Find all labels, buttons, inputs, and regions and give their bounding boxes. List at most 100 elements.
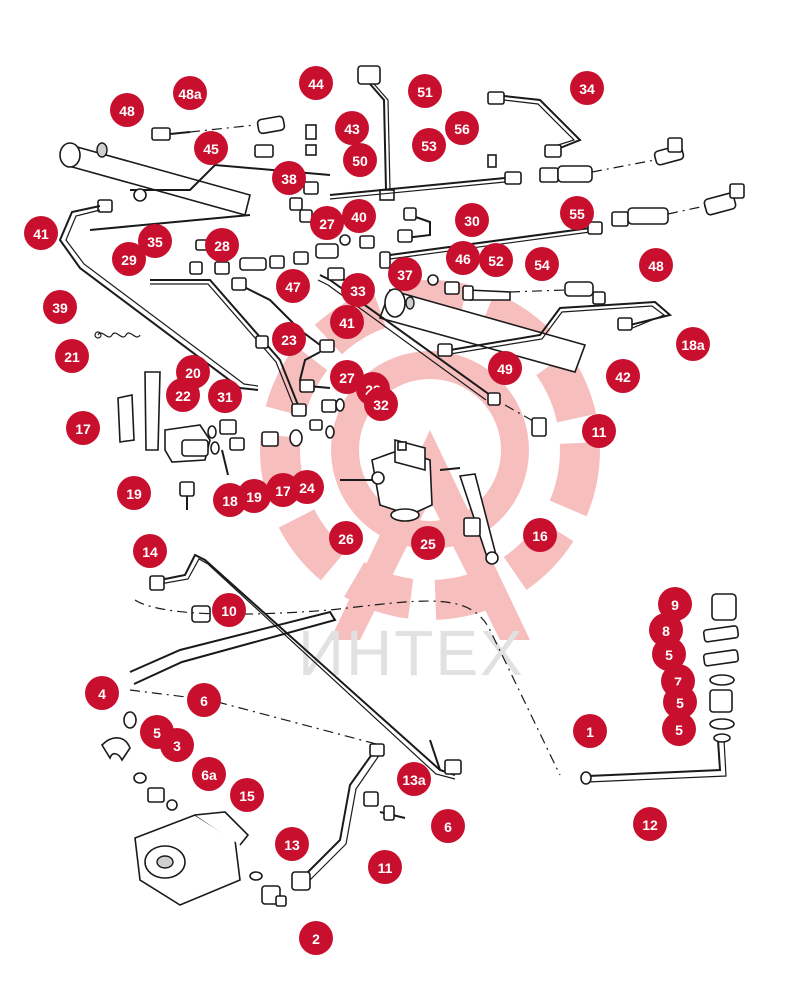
callout-circle — [397, 762, 431, 796]
callout-label: 35 — [147, 234, 163, 250]
callout-circle — [431, 809, 465, 843]
callout-label: 51 — [417, 84, 433, 100]
callout-badge: 27 — [310, 206, 344, 240]
callout-badge: 56 — [445, 111, 479, 145]
callout-circle — [330, 360, 364, 394]
pipe-31 — [298, 339, 335, 393]
hose-48-fittings — [151, 115, 286, 158]
pipe-42 — [437, 281, 673, 357]
callout-circle — [560, 196, 594, 230]
callout-circle — [66, 411, 100, 445]
callout-badge: 22 — [166, 378, 200, 412]
callout-circle — [276, 269, 310, 303]
pipe-30 — [89, 214, 307, 417]
callout-label: 7 — [674, 674, 682, 690]
clip-14 — [191, 605, 211, 623]
callout-circle — [411, 526, 445, 560]
tube-6-upper — [129, 610, 337, 685]
callout-circle — [160, 728, 194, 762]
callout-circle — [85, 676, 119, 710]
callout-label: 5 — [153, 725, 161, 741]
hose-55 — [611, 183, 745, 227]
callout-badge: 48 — [110, 93, 144, 127]
callout-label: 42 — [615, 369, 631, 385]
callout-badge: 1 — [573, 714, 607, 748]
fitting-11-bottom — [261, 885, 287, 907]
callout-badge: 47 — [276, 269, 310, 303]
callout-circle — [525, 247, 559, 281]
pipe-29 — [58, 199, 259, 391]
callout-label: 20 — [185, 365, 201, 381]
callout-label: 34 — [579, 81, 595, 97]
pipe-38 — [357, 65, 395, 201]
callout-label: 30 — [464, 213, 480, 229]
callout-label: 26 — [338, 531, 354, 547]
callout-label: 1 — [586, 724, 594, 740]
cylinder-49 — [378, 288, 587, 373]
callout-label: 17 — [275, 483, 291, 499]
callout-badge: 13a — [397, 762, 431, 796]
hose-46-47 — [427, 274, 511, 301]
callout-label: 39 — [52, 300, 68, 316]
callout-circle — [368, 850, 402, 884]
callout-circle — [676, 327, 710, 361]
callout-label: 48 — [119, 103, 135, 119]
callout-badge: 41 — [24, 216, 58, 250]
callout-label: 21 — [64, 349, 80, 365]
bracket-22 — [117, 394, 135, 443]
callout-circle — [173, 76, 207, 110]
callout-badge: 5 — [662, 712, 696, 746]
callout-badge: 31 — [208, 379, 242, 413]
callout-label: 4 — [98, 686, 106, 702]
callout-label: 6a — [201, 767, 217, 783]
callout-badge: 6 — [187, 683, 221, 717]
callout-label: 54 — [534, 257, 550, 273]
callout-badge: 12 — [633, 807, 667, 841]
callout-badge: 21 — [55, 339, 89, 373]
callout-badge: 32 — [364, 387, 398, 421]
callout-badge: 37 — [388, 257, 422, 291]
callout-badge: 4 — [85, 676, 119, 710]
callout-circle — [230, 778, 264, 812]
oring-12 — [249, 871, 263, 881]
callout-label: 12 — [642, 817, 658, 833]
pipe-16 — [149, 553, 462, 780]
callout-label: 43 — [344, 121, 360, 137]
cylinder-48 — [59, 142, 331, 216]
callout-label: 49 — [497, 361, 513, 377]
callout-badge: 52 — [479, 243, 513, 277]
callout-label: 56 — [454, 121, 470, 137]
callout-badge: 6 — [431, 809, 465, 843]
callout-circle — [290, 470, 324, 504]
callout-circle — [523, 518, 557, 552]
clamp-15 — [363, 791, 406, 821]
callout-badge: 41 — [330, 305, 364, 339]
fittings-17-19 — [207, 398, 345, 476]
callout-label: 3 — [173, 738, 181, 754]
callout-circle — [663, 685, 697, 719]
callout-badge: 3 — [160, 728, 194, 762]
callout-label: 14 — [142, 544, 158, 560]
callout-circle — [606, 359, 640, 393]
callout-label: 32 — [373, 397, 389, 413]
callout-badge: 19 — [117, 476, 151, 510]
fitting-stack — [702, 593, 740, 743]
lever-25 — [458, 473, 499, 565]
callout-badge: 26 — [329, 521, 363, 555]
callout-badge: 25 — [411, 526, 445, 560]
callout-label: 52 — [488, 253, 504, 269]
callout-circle — [652, 637, 686, 671]
callout-badge: 55 — [560, 196, 594, 230]
tube-6-lower — [580, 739, 727, 785]
callout-label: 27 — [339, 370, 355, 386]
callout-badge: 33 — [341, 273, 375, 307]
callout-badge: 53 — [412, 128, 446, 162]
callout-label: 50 — [352, 153, 368, 169]
fitting-11-top — [179, 481, 195, 510]
callout-badge: 29 — [112, 242, 146, 276]
callout-circle — [342, 199, 376, 233]
callout-label: 37 — [397, 267, 413, 283]
callout-label: 16 — [532, 528, 548, 544]
lever-21 — [144, 371, 161, 451]
